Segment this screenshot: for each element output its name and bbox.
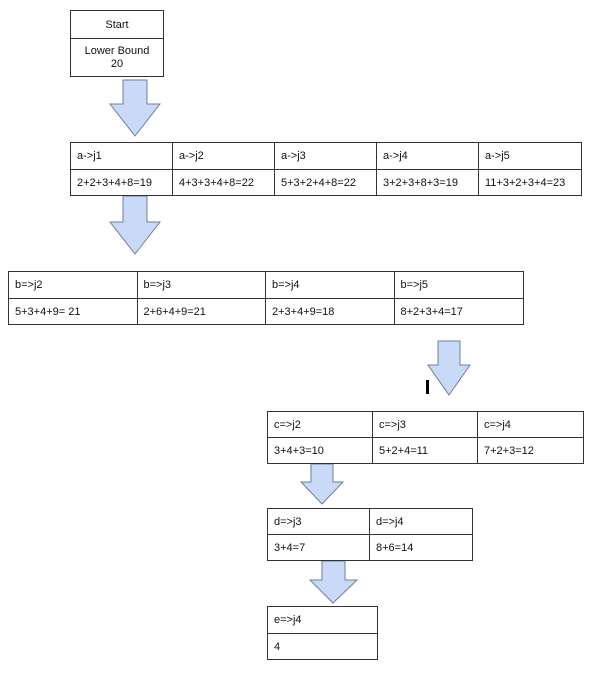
value-cell: 5+3+4+9= 21 [9,299,138,324]
header-cell: a->j2 [173,143,275,170]
header-cell: d=>j4 [370,509,472,535]
arrow-down-icon [108,79,162,137]
header-cell: a->j5 [479,143,581,170]
header-cell: b=>j2 [9,272,138,299]
start-box: Start Lower Bound 20 [70,10,164,77]
level-e-table: e=>j4 4 [267,606,378,660]
value-cell: 3+2+3+8+3=19 [377,170,479,195]
value-cell: 8+2+3+4=17 [400,305,463,318]
header-cell: d=>j3 [268,509,370,535]
lower-bound-label: Lower Bound [84,44,150,57]
value-cell: 2+3+4+9=18 [266,299,395,324]
header-cell: c=>j2 [268,412,373,438]
header-cell: e=>j4 [268,607,377,634]
header-cell: c=>j4 [478,412,583,438]
header-cell: a->j3 [275,143,377,170]
arrow-down-icon [308,560,359,604]
value-cell: 5+2+4=11 [373,438,478,463]
value-cell: 8+6=14 [376,541,414,554]
level-b-table: b=>j2 b=>j3 b=>j4 b=>j5 5+3+4+9= 21 2+6+… [8,271,524,325]
header-cell: b=>j5 [394,272,523,299]
start-title: Start [71,11,163,39]
level-a-table: a->j1 a->j2 a->j3 a->j4 a->j5 2+2+3+4+8=… [70,142,582,196]
arrow-down-icon [108,195,162,255]
value-cell: 4 [274,640,281,653]
level-c-table: c=>j2 c=>j3 c=>j4 3+4+3=10 5+2+4=11 7+2+… [267,411,584,464]
value-cell: 7+2+3=12 [484,444,534,457]
value-cell: 3+4+3=10 [268,438,373,463]
value-cell: 11+3+2+3+4=23 [485,176,566,189]
header-cell: c=>j3 [373,412,478,438]
header-cell: a->j1 [71,143,173,170]
lower-bound-value: 20 [110,57,124,70]
header-cell: b=>j3 [137,272,266,299]
level-d-table: d=>j3 d=>j4 3+4=7 8+6=14 [267,508,473,561]
arrow-down-icon [427,340,471,396]
header-cell: a->j4 [377,143,479,170]
value-cell: 5+3+2+4+8=22 [275,170,377,195]
value-cell: 4+3+3+4+8=22 [173,170,275,195]
header-cell: b=>j4 [266,272,395,299]
arrow-down-icon [299,463,345,505]
text-cursor-icon [426,380,429,394]
value-cell: 3+4=7 [268,535,370,560]
value-cell: 2+6+4+9=21 [138,299,266,324]
value-cell: 2+2+3+4+8=19 [71,170,173,195]
lower-bound-block: Lower Bound 20 [71,39,163,76]
